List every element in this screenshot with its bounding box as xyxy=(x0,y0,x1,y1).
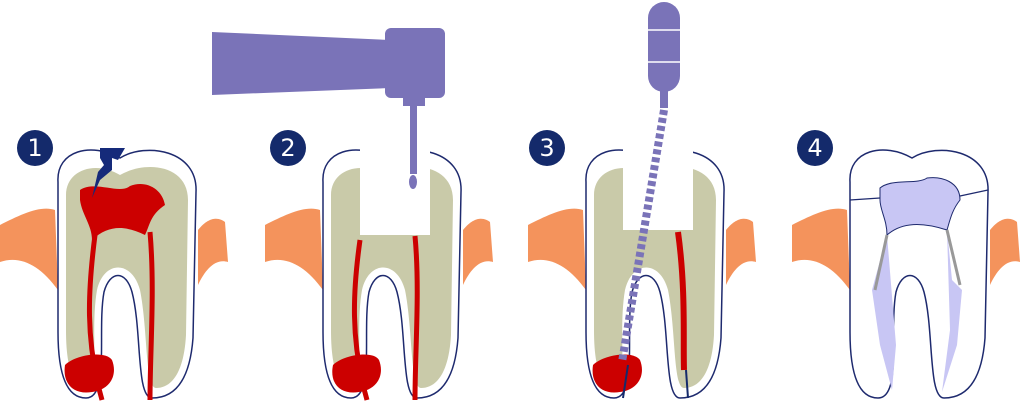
step-badge xyxy=(797,130,833,166)
endodontic-file xyxy=(618,2,680,363)
gum-left xyxy=(265,208,323,290)
step-number: 3 xyxy=(539,134,554,162)
crown-line xyxy=(849,189,989,201)
step-badge xyxy=(17,130,53,166)
filling xyxy=(879,177,961,237)
root-filling-right xyxy=(942,230,962,392)
cavity-crack xyxy=(92,148,125,198)
step-2-panel: 2 xyxy=(265,130,493,401)
step-number: 2 xyxy=(280,134,295,162)
access-opening xyxy=(623,140,693,230)
step-1-panel: 1 xyxy=(0,130,228,401)
step-number: 1 xyxy=(27,134,42,162)
abscess xyxy=(592,354,642,393)
gum-left xyxy=(528,208,586,290)
gum-left xyxy=(792,208,850,290)
gum-right xyxy=(726,218,756,285)
infected-pulp xyxy=(80,184,165,240)
abscess xyxy=(332,354,381,393)
dental-handpiece xyxy=(212,28,445,189)
access-opening xyxy=(360,140,430,235)
step-badge xyxy=(529,130,565,166)
step-4-panel: 4 xyxy=(792,130,1020,399)
step-number: 4 xyxy=(807,134,822,162)
step-badge xyxy=(270,130,306,166)
gum-right xyxy=(463,218,493,285)
gum-right xyxy=(198,218,228,285)
posts xyxy=(873,229,962,291)
root-canal xyxy=(675,231,687,371)
step-3-panel: 3 xyxy=(528,130,756,399)
gum-right xyxy=(990,218,1020,285)
gum-left xyxy=(0,208,58,290)
abscess xyxy=(64,354,114,393)
